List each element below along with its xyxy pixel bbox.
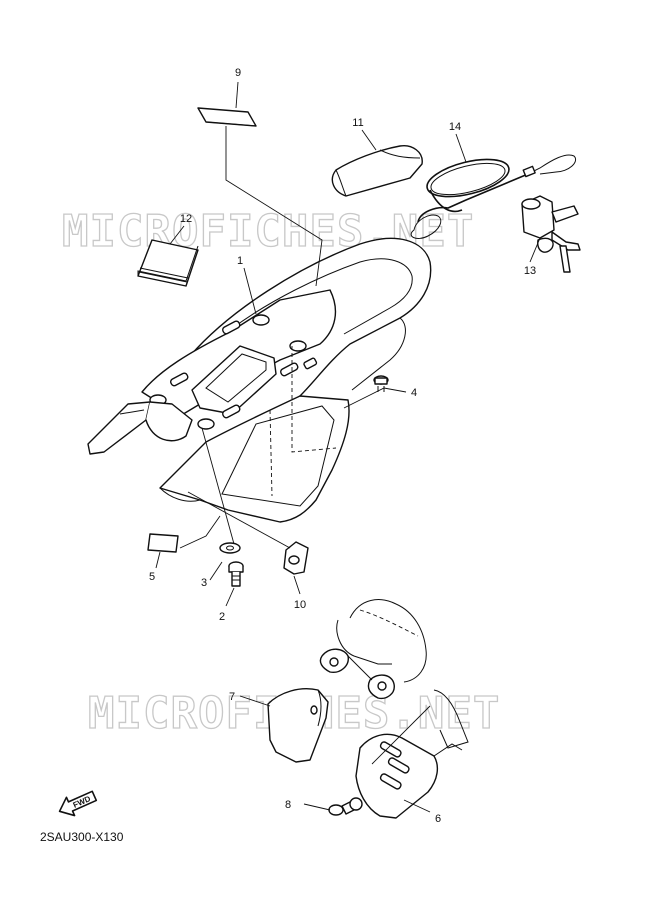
- part-13-lock[interactable]: [521, 195, 581, 273]
- callout-10: 10: [294, 599, 306, 611]
- part-1-rear-fender[interactable]: [87, 237, 432, 523]
- callout-7: 7: [229, 691, 235, 703]
- part-14-cable[interactable]: [410, 152, 576, 239]
- part-2-screw[interactable]: [228, 561, 244, 587]
- part-5-plate[interactable]: [147, 533, 179, 553]
- part-8-screw[interactable]: [328, 797, 363, 816]
- callout-1: 1: [237, 255, 243, 267]
- callout-11: 11: [352, 117, 363, 129]
- part-9-decal[interactable]: [197, 107, 257, 127]
- callout-3: 3: [201, 577, 207, 589]
- callout-12: 12: [180, 213, 192, 225]
- part-12-booklet[interactable]: [137, 239, 199, 287]
- part-11-pouch[interactable]: [331, 145, 423, 197]
- callout-8: 8: [285, 799, 291, 811]
- part-6-side-panel[interactable]: [355, 733, 463, 819]
- callout-5: 5: [149, 571, 155, 583]
- part-3-washer[interactable]: [219, 542, 241, 554]
- callout-14: 14: [449, 121, 461, 133]
- callout-2: 2: [219, 611, 225, 623]
- frame-reference: [319, 599, 469, 749]
- callout-13: 13: [524, 265, 536, 277]
- drawing-code: 2SAU300-X130: [40, 830, 124, 844]
- callout-6: 6: [435, 813, 441, 825]
- callout-4: 4: [411, 387, 417, 399]
- part-10-clip[interactable]: [283, 541, 309, 575]
- leader-lines: [155, 81, 541, 813]
- part-4-bolt[interactable]: [373, 375, 389, 392]
- callout-9: 9: [235, 67, 241, 79]
- part-7-panel[interactable]: [267, 688, 329, 763]
- fwd-arrow-icon: FWD: [58, 790, 98, 817]
